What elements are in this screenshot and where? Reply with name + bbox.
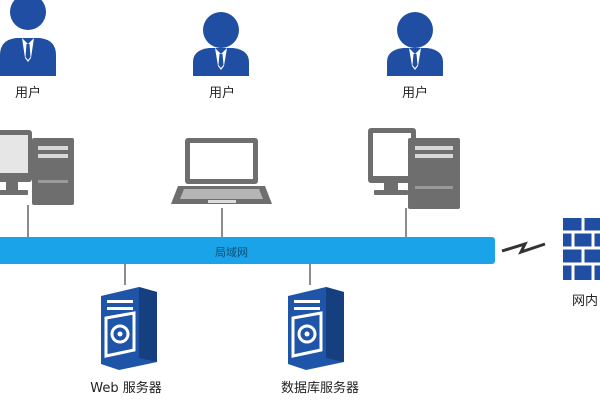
user-label: 用户 (208, 86, 236, 101)
database-server-label: 数据库服务器 (280, 381, 360, 396)
user-label: 用户 (14, 86, 42, 101)
desktop-computer-icon (368, 128, 460, 209)
server-icon (288, 287, 344, 370)
laptop-icon (171, 138, 272, 204)
lan-label: 局域网 (215, 246, 248, 259)
user-icon (0, 0, 56, 76)
desktop-computer-icon (0, 130, 74, 205)
firewall-label: 网内 (571, 294, 599, 309)
lan-bus (0, 237, 495, 264)
web-server-label: Web 服务器 (90, 381, 162, 396)
user-icon (387, 12, 443, 76)
server-icon (101, 287, 157, 370)
user-icon (193, 12, 249, 76)
wan-link-icon (501, 241, 546, 255)
firewall-icon (563, 218, 600, 280)
user-label: 用户 (401, 86, 429, 101)
